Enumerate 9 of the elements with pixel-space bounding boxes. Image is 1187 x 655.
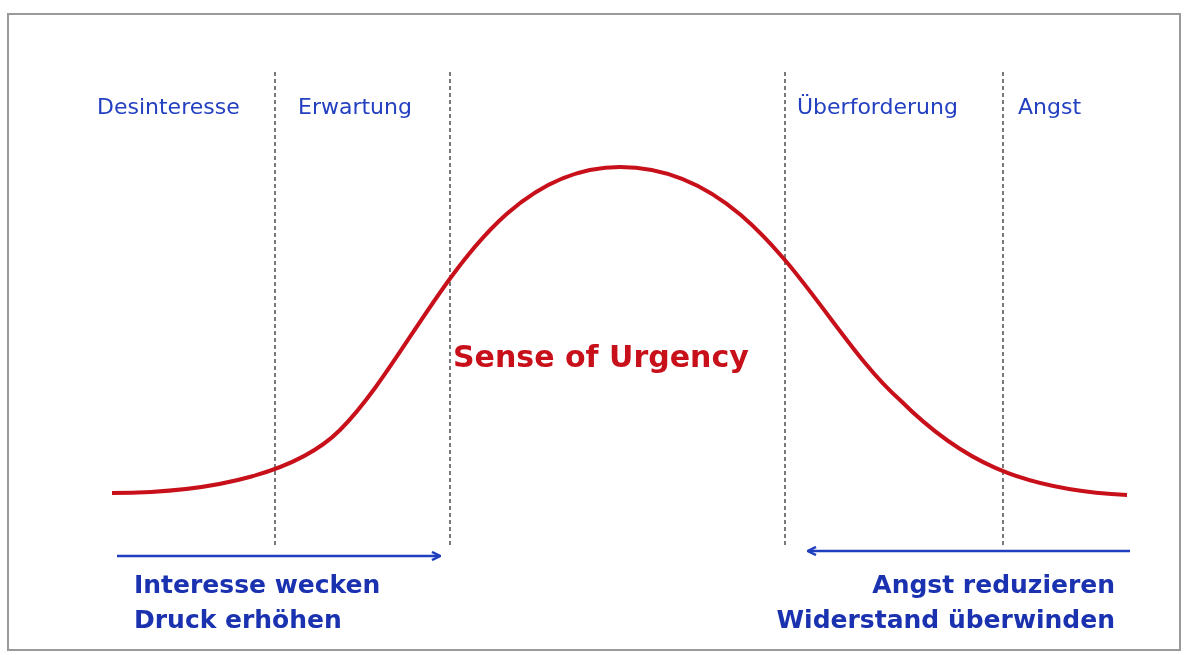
action-label: Interesse wecken <box>134 571 381 599</box>
action-label: Widerstand überwinden <box>776 606 1115 634</box>
action-label: Druck erhöhen <box>134 606 342 634</box>
zone-label: Angst <box>1018 95 1082 120</box>
zone-label: Überforderung <box>797 95 958 120</box>
curve-title: Sense of Urgency <box>453 340 749 373</box>
zone-label: Erwartung <box>298 95 412 120</box>
zone-label: Desinteresse <box>97 95 240 120</box>
action-label: Angst reduzieren <box>872 571 1115 599</box>
